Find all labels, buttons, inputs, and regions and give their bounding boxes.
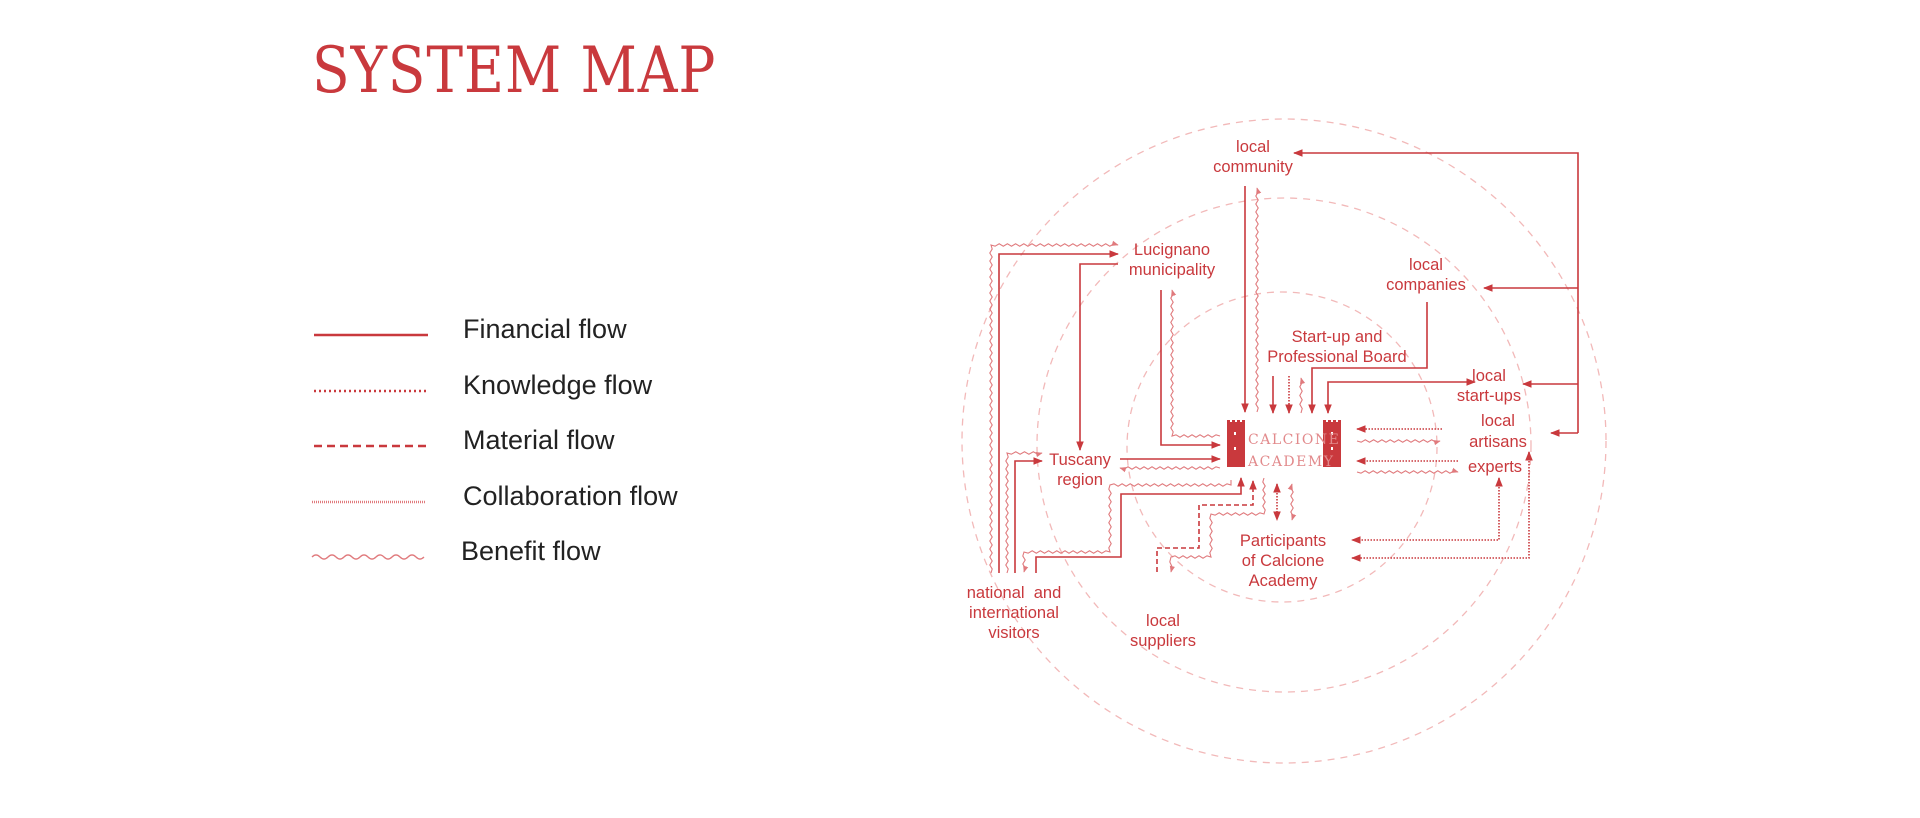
tower-left-icon: [1227, 420, 1245, 467]
legend: [311, 333, 429, 560]
ring-inner: [1126, 291, 1438, 603]
flows: [989, 149, 1579, 574]
node-local-companies: local companies: [1386, 256, 1466, 294]
node-startup-board: Start-up and Professional Board: [1267, 328, 1406, 366]
node-label-line: Lucignano: [1134, 241, 1210, 259]
node-label-line: international: [969, 604, 1059, 622]
legend-label-material: Material flow: [463, 425, 615, 455]
node-label-line: local: [1472, 367, 1506, 385]
flow-academy-to-community: [1255, 187, 1262, 413]
node-label-line: experts: [1468, 458, 1522, 476]
node-label-line: artisans: [1469, 433, 1527, 451]
legend-label-financial: Financial flow: [463, 314, 627, 344]
legend-label-benefit: Benefit flow: [461, 536, 601, 566]
flow-academy-to-startups: [1324, 378, 1476, 414]
node-local-startups: local start-ups: [1457, 367, 1521, 405]
tower-right-icon: [1323, 420, 1341, 467]
flow-visitors-to-tuscany-benefit: [1005, 451, 1043, 574]
logo-text-academy: ACADEMY: [1247, 454, 1334, 470]
calcione-academy-logo: CALCIONE ACADEMY: [1227, 420, 1341, 470]
node-visitors: national and international visitors: [967, 584, 1062, 642]
node-local-suppliers: local suppliers: [1130, 612, 1196, 650]
legend-line-benefit: [311, 554, 425, 560]
node-participants: Participants of Calcione Academy: [1240, 532, 1326, 590]
legend-label-collaboration: Collaboration flow: [463, 481, 678, 511]
node-lucignano-municipality: Lucignano municipality: [1129, 241, 1216, 279]
node-label-line: Professional Board: [1267, 348, 1406, 366]
logo-text-calcione: CALCIONE: [1248, 432, 1340, 448]
node-label-line: Academy: [1249, 572, 1319, 590]
flow-visitors-to-lucignano-benefit: [989, 240, 1119, 574]
flow-suppliers-to-academy: [1156, 480, 1257, 572]
flow-visitors-to-academy: [1035, 477, 1245, 573]
node-label-line: local: [1481, 412, 1515, 430]
node-label-line: start-ups: [1457, 387, 1521, 405]
node-label-line: companies: [1386, 276, 1466, 294]
flow-visitors-to-tuscany: [1014, 457, 1043, 573]
ring-outer: [961, 118, 1607, 764]
flow-artisans-to-participants: [1351, 451, 1533, 562]
node-label-line: of Calcione: [1242, 552, 1325, 570]
node-label-line: suppliers: [1130, 632, 1196, 650]
node-label-line: region: [1057, 471, 1103, 489]
flow-academy-to-visitors-benefit: [1022, 480, 1232, 573]
node-tuscany-region: Tuscany region: [1049, 451, 1111, 489]
node-experts: experts: [1468, 458, 1522, 476]
node-local-artisans: local artisans: [1469, 412, 1527, 451]
node-label-line: local: [1409, 256, 1443, 274]
flow-academy-to-suppliers: [1169, 477, 1266, 573]
flow-academy-to-lucignano: [1170, 289, 1221, 438]
flow-trunk-to-community: [1293, 149, 1579, 433]
node-label-line: Start-up and: [1292, 328, 1383, 346]
node-label-line: Tuscany: [1049, 451, 1111, 469]
page-title: SYSTEM MAP: [312, 34, 717, 108]
legend-label-knowledge: Knowledge flow: [463, 370, 653, 400]
flow-academy-to-tuscany: [1119, 466, 1221, 473]
flow-academy-to-board: [1299, 377, 1306, 414]
flow-academy-to-artisans: [1356, 439, 1441, 446]
node-label-line: visitors: [988, 624, 1039, 642]
node-label-line: community: [1213, 158, 1294, 176]
node-label-line: local: [1146, 612, 1180, 630]
flow-companies-to-academy: [1308, 302, 1428, 414]
flow-lucignano-to-academy: [1160, 290, 1221, 449]
flow-lucignano-to-tuscany: [1076, 263, 1118, 451]
flow-visitors-to-lucignano: [998, 250, 1119, 573]
node-label-line: local: [1236, 138, 1270, 156]
node-local-community: local community: [1213, 138, 1294, 176]
node-label-line: national and: [967, 584, 1062, 602]
node-label-line: Participants: [1240, 532, 1326, 550]
flow-experts-to-participants: [1351, 477, 1503, 544]
rings: [961, 118, 1607, 764]
ring-middle: [1036, 197, 1532, 693]
node-label-line: municipality: [1129, 261, 1216, 279]
flow-participants-academy-b: [1287, 483, 1297, 521]
flow-academy-to-experts: [1356, 467, 1459, 474]
